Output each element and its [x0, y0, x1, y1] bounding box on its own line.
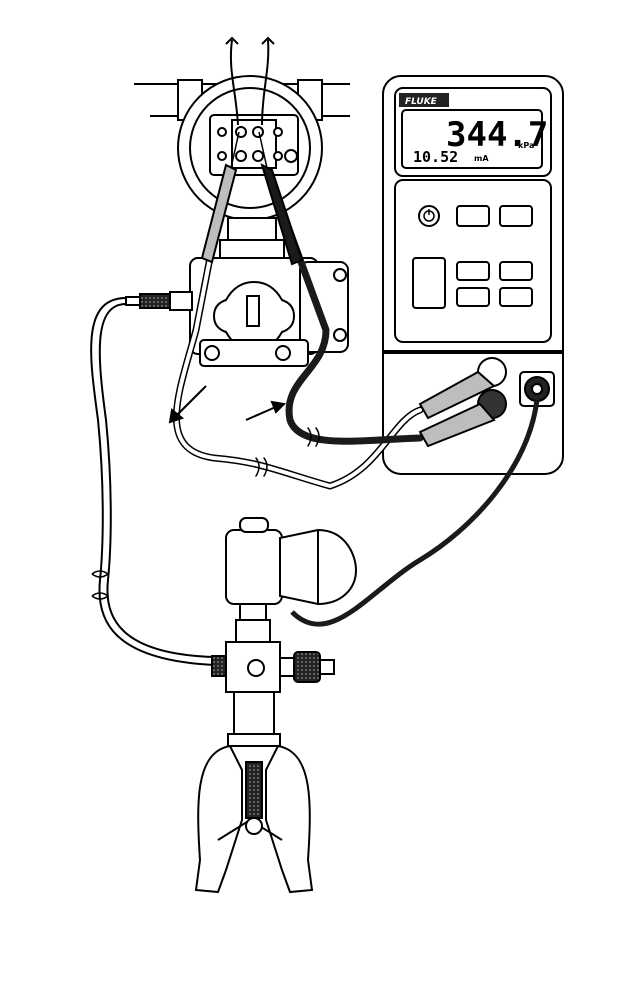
function-button-6[interactable]: [500, 288, 532, 306]
pointer-arrows: [170, 386, 284, 422]
transmitter-neck: [228, 218, 276, 242]
hand-pump: [196, 518, 356, 892]
pump-handle-right: [266, 746, 312, 892]
function-button-2[interactable]: [500, 206, 532, 226]
brand-label: FLUKE: [405, 97, 438, 107]
function-button-4[interactable]: [500, 262, 532, 280]
large-key[interactable]: [413, 258, 445, 308]
secondary-unit: mA: [474, 154, 489, 163]
pump-spring: [246, 762, 262, 818]
pump-cylinder: [234, 692, 274, 734]
function-button-1[interactable]: [457, 206, 489, 226]
function-button-3[interactable]: [457, 262, 489, 280]
pump-handle-left: [196, 746, 242, 892]
transmitter-pressure-port: [126, 292, 192, 310]
pump-gauge-port: [248, 660, 264, 676]
function-button-5[interactable]: [457, 288, 489, 306]
pressure-module: [226, 518, 356, 604]
arrow-black-lead: [246, 406, 278, 420]
secondary-reading: 10.52: [413, 148, 458, 166]
vernier-knob[interactable]: [294, 652, 320, 682]
primary-unit: kPa: [518, 141, 534, 150]
terminal-block: [210, 115, 298, 175]
